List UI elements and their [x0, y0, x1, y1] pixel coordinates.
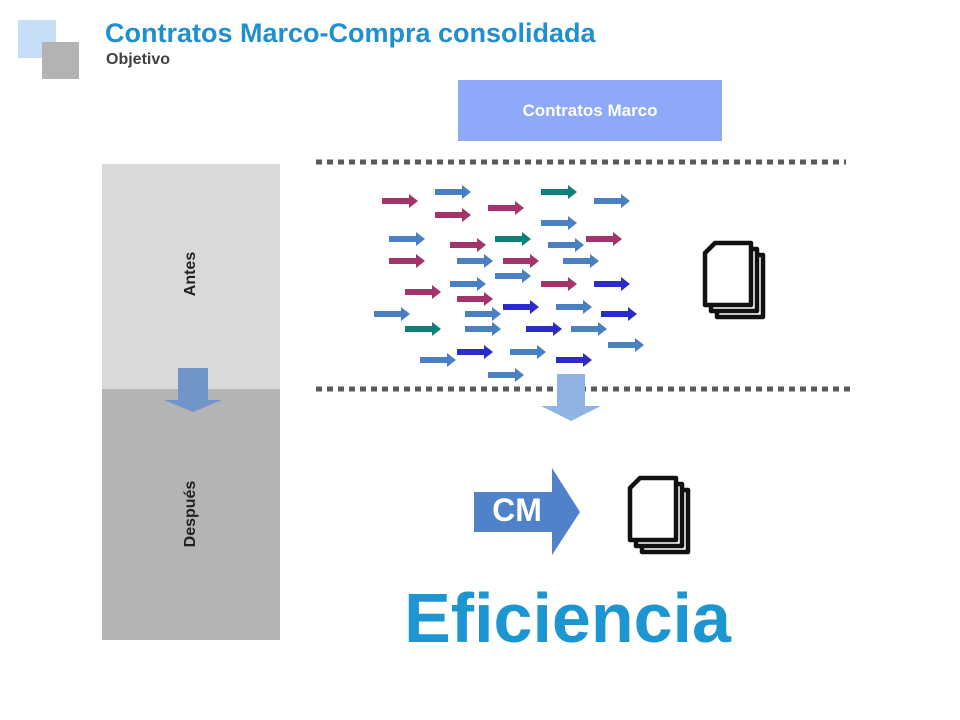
- logo-square-gray: [42, 42, 79, 79]
- document-page: [627, 475, 679, 543]
- documents-before-icon: [702, 240, 766, 320]
- scatter-arrow: [465, 307, 501, 321]
- scatter-arrow: [495, 232, 531, 246]
- process-arrow-icon: [541, 374, 601, 421]
- scatter-arrow: [563, 254, 599, 268]
- result-label: Eficiencia: [404, 579, 731, 657]
- scatter-arrow: [556, 300, 592, 314]
- scatter-arrow: [586, 232, 622, 246]
- scatter-arrow: [435, 208, 471, 222]
- scatter-arrow: [374, 307, 410, 321]
- scatter-arrow: [488, 201, 524, 215]
- scatter-arrow: [608, 338, 644, 352]
- page-subtitle: Objetivo: [106, 51, 171, 68]
- scatter-arrow: [435, 185, 471, 199]
- documents-after-icon: [627, 475, 691, 555]
- scatter-arrow: [420, 353, 456, 367]
- scatter-arrow: [488, 368, 524, 382]
- page-title: Contratos Marco-Compra consolidada: [105, 18, 596, 48]
- scatter-arrow: [541, 185, 577, 199]
- scatter-arrow: [450, 238, 486, 252]
- scatter-arrow: [503, 300, 539, 314]
- scatter-arrow: [389, 232, 425, 246]
- phase-after-label: Después: [182, 480, 199, 548]
- scatter-arrow: [541, 216, 577, 230]
- scatter-arrow: [465, 322, 501, 336]
- scatter-arrow: [457, 292, 493, 306]
- phase-before-band: [102, 164, 280, 389]
- phase-before-label: Antes: [182, 251, 199, 297]
- scattered-arrows: [374, 185, 644, 382]
- scatter-arrow: [541, 277, 577, 291]
- contratos-marco-label: Contratos Marco: [522, 100, 658, 120]
- document-page: [702, 240, 754, 308]
- scatter-arrow: [556, 353, 592, 367]
- scatter-arrow: [405, 285, 441, 299]
- scatter-arrow: [382, 194, 418, 208]
- scatter-arrow: [450, 277, 486, 291]
- scatter-arrow: [495, 269, 531, 283]
- contratos-marco-box: Contratos Marco: [458, 80, 722, 141]
- scatter-arrow: [594, 194, 630, 208]
- cm-arrow-shape: [474, 468, 580, 555]
- scatter-arrow: [457, 345, 493, 359]
- scatter-arrow: [510, 345, 546, 359]
- phase-arrow-icon: [164, 368, 222, 412]
- scatter-arrow: [548, 238, 584, 252]
- cm-label: CM: [492, 492, 542, 528]
- scatter-arrow: [503, 254, 539, 268]
- scatter-arrow: [405, 322, 441, 336]
- phase-after-band: [102, 389, 280, 640]
- scatter-arrow: [526, 322, 562, 336]
- scatter-arrow: [601, 307, 637, 321]
- scatter-arrow: [389, 254, 425, 268]
- scatter-arrow: [457, 254, 493, 268]
- scatter-arrow: [594, 277, 630, 291]
- scatter-arrow: [571, 322, 607, 336]
